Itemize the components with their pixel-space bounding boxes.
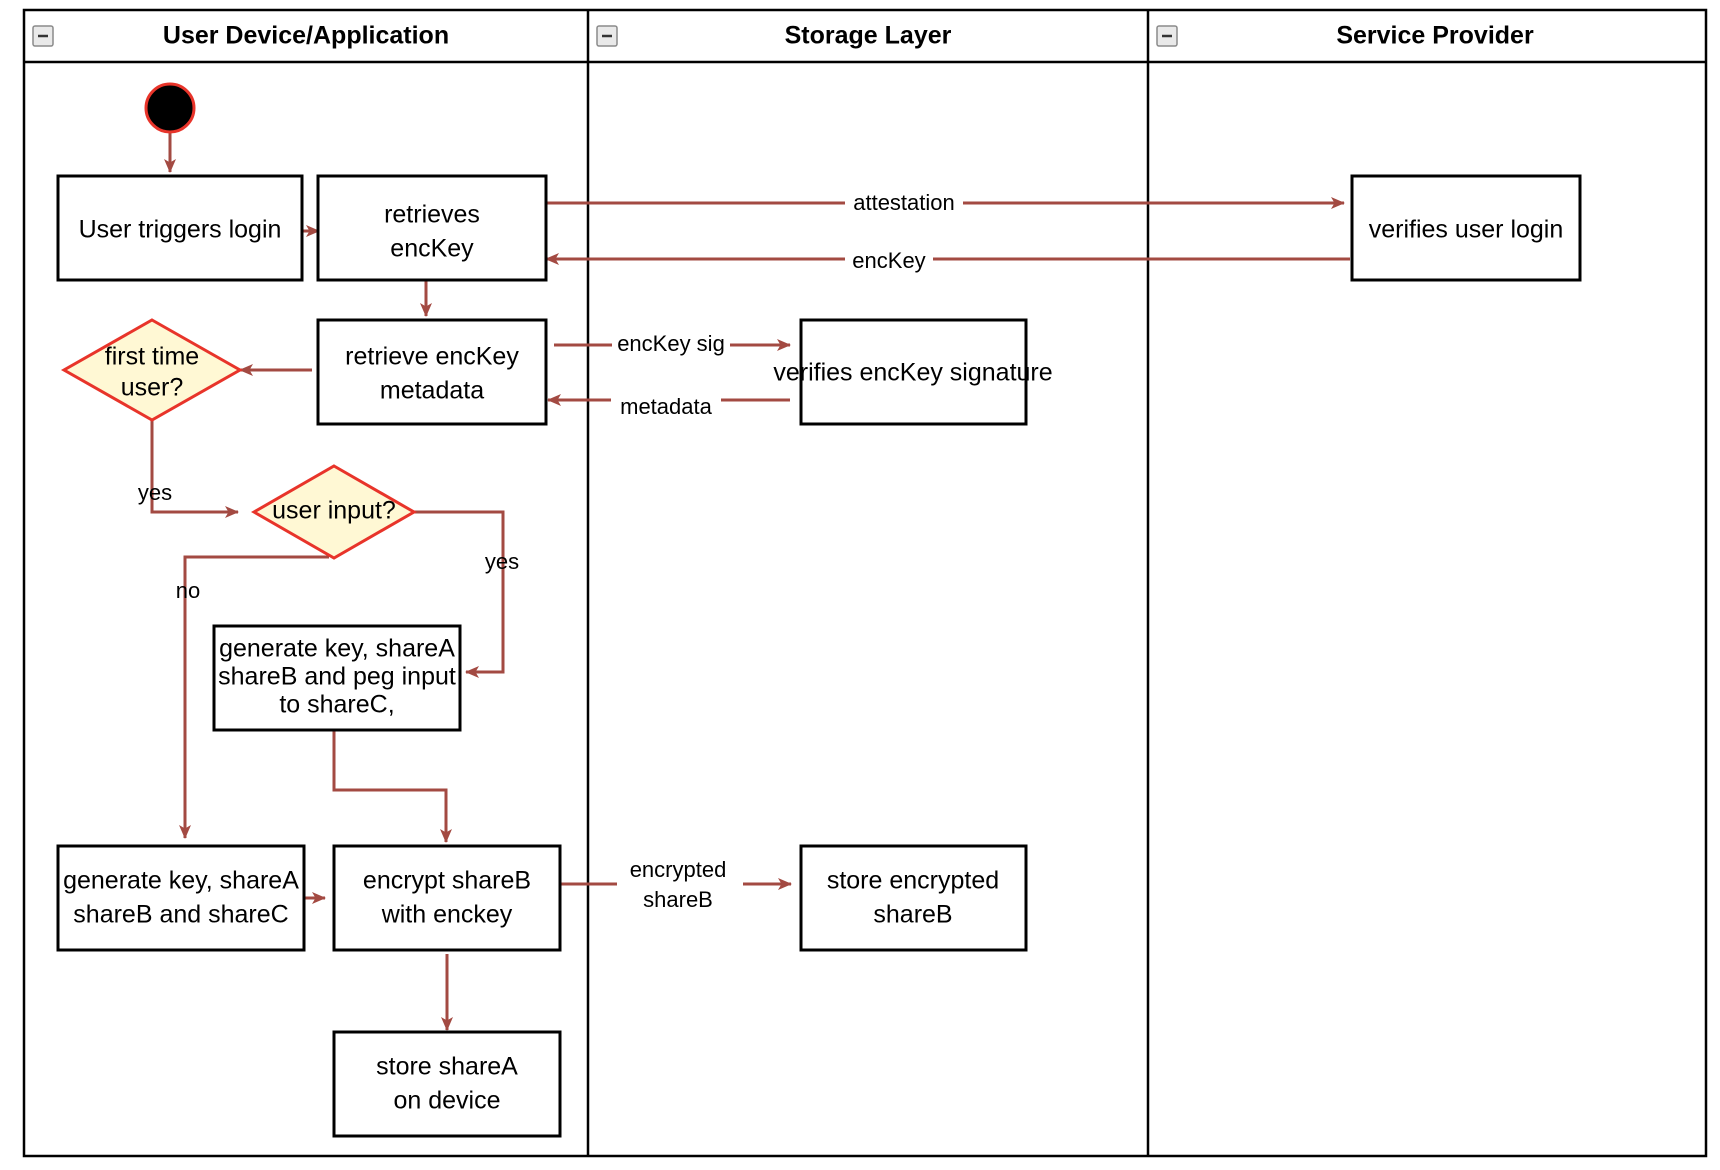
swimlane-frame [22,8,1708,1158]
collapse-minus-icon-storage[interactable] [596,25,618,47]
node-store-sharea[interactable]: store shareA on device [332,1030,562,1138]
edge-label-encrypted-shareb-line2: shareB [643,887,713,912]
collapse-minus-icon-user-device[interactable] [32,25,54,47]
edge-label-userinput-yes-text: yes [485,549,519,574]
lane-header-storage: Storage Layer [596,22,952,50]
lane-title-user-device: User Device/Application [163,22,449,50]
edge-label-enckey-sig: encKey sig [612,331,730,357]
lane-header-user-device: User Device/Application [32,22,449,50]
node-label-store-sharea-line1: store shareA [376,1053,518,1081]
node-store-encrypted-shareb[interactable]: store encrypted shareB [799,844,1028,952]
node-label-generate-shares-line2: shareB and shareC [73,901,288,929]
lane-title-service: Service Provider [1336,22,1534,50]
node-label-first-time-user-line2: user? [121,374,184,402]
node-label-first-time-user-line1: first time [105,343,199,371]
edge-label-firsttime-yes: yes [138,480,172,505]
node-label-store-encrypted-line1: store encrypted [827,867,999,895]
node-first-time-user[interactable]: first time user? [60,318,244,422]
node-verifies-enckey-signature[interactable]: verifies encKey signature [773,318,1053,426]
edge-label-userinput-no: no [176,578,200,603]
node-label-retrieve-metadata-line1: retrieve encKey [345,343,519,371]
lane-header-service: Service Provider [1156,22,1534,50]
lane-title-storage: Storage Layer [785,22,952,50]
edge-label-encrypted-shareb: encrypted shareB [617,857,743,914]
edge-label-attestation-text: attestation [853,190,955,215]
node-label-generate-peg-line1: generate key, shareA [219,635,455,663]
node-label-store-encrypted-line2: shareB [873,901,952,929]
edge-label-metadata: metadata [611,394,721,420]
node-label-encrypt-shareb-line2: with enckey [381,901,513,929]
node-user-input[interactable]: user input? [250,464,418,560]
edge-label-attestation: attestation [845,190,963,216]
node-user-triggers-login[interactable]: User triggers login [56,174,304,282]
node-label-store-sharea-line2: on device [393,1087,500,1115]
node-label-generate-peg-line2: shareB and peg input [218,663,456,691]
node-retrieve-enckey-metadata[interactable]: retrieve encKey metadata [316,318,548,426]
edge-label-enckey-sig-text: encKey sig [617,331,725,356]
edge-label-userinput-no-text: no [176,578,200,603]
edge-label-encrypted-shareb-line1: encrypted [630,857,727,882]
node-generate-peg[interactable]: generate key, shareA shareB and peg inpu… [212,624,462,732]
edge-firsttime-yes [150,415,239,518]
edge-label-enckey: encKey [845,248,933,274]
node-label-retrieves-enckey-line1: retrieves [384,201,480,229]
node-label-verifies-enckey-signature: verifies encKey signature [773,359,1052,387]
node-label-generate-peg-line3: to shareC, [279,691,394,719]
edge-label-metadata-text: metadata [620,394,712,419]
edge-label-enckey-text: encKey [852,248,925,273]
edge-peg-to-encrypt [332,730,452,843]
edge-userinput-no [179,555,329,839]
node-label-encrypt-shareb-line1: encrypt shareB [363,867,531,895]
node-encrypt-shareb[interactable]: encrypt shareB with enckey [332,844,562,952]
edge-userinput-yes [413,510,505,678]
node-generate-shares[interactable]: generate key, shareA shareB and shareC [56,844,306,952]
edge-label-userinput-yes: yes [485,549,519,574]
node-retrieves-enckey[interactable]: retrieves encKey [316,174,548,282]
collapse-minus-icon-service[interactable] [1156,25,1178,47]
node-label-user-triggers-login: User triggers login [79,216,282,244]
initial-node [144,82,196,134]
node-label-retrieve-metadata-line2: metadata [380,377,484,405]
node-label-generate-shares-line1: generate key, shareA [63,867,299,895]
node-label-user-input: user input? [272,497,396,525]
node-label-verifies-user-login: verifies user login [1369,216,1564,244]
node-label-retrieves-enckey-line2: encKey [390,235,474,263]
edge-label-firsttime-yes-text: yes [138,480,172,505]
node-verifies-user-login[interactable]: verifies user login [1350,174,1582,282]
